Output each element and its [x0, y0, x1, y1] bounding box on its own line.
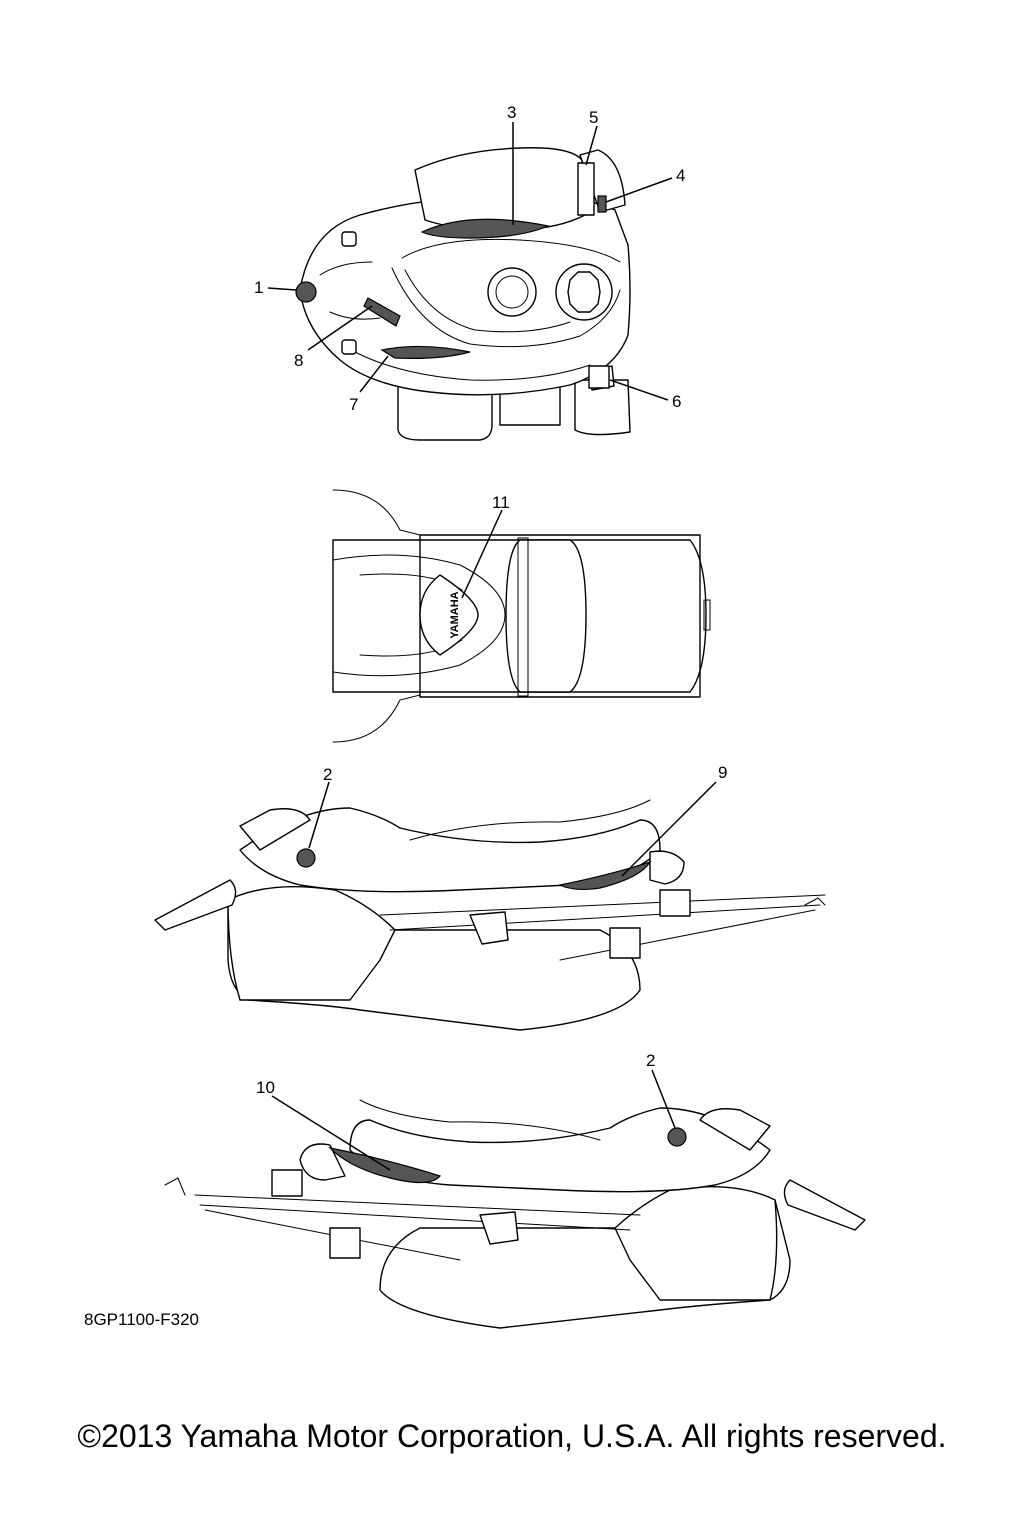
- view-side-right: [154, 781, 826, 1031]
- callout-8: 8: [294, 351, 303, 370]
- callout-6: 6: [672, 392, 681, 411]
- callout-5: 5: [589, 108, 598, 127]
- decal-3: [420, 218, 550, 239]
- callout-9: 9: [718, 763, 727, 782]
- decal-4: [597, 195, 607, 213]
- decal-10: [328, 1147, 442, 1184]
- copyright-notice: ©2013 Yamaha Motor Corporation, U.S.A. A…: [77, 1418, 947, 1454]
- view-side-left: [164, 1069, 866, 1329]
- callout-10: 10: [256, 1078, 275, 1097]
- view-top: YAMAHA: [332, 489, 711, 743]
- callout-2a: 2: [323, 765, 332, 784]
- decal-6: [588, 365, 610, 389]
- decal-5: [577, 162, 595, 216]
- decal-1: [295, 281, 317, 303]
- decal-8: [363, 297, 401, 327]
- decal-2b: [667, 1127, 687, 1147]
- decal-11-text: YAMAHA: [449, 591, 461, 638]
- callout-11: 11: [492, 493, 510, 512]
- decal-9: [558, 860, 652, 891]
- callout-2b: 2: [646, 1051, 655, 1070]
- callout-7: 7: [349, 395, 358, 414]
- diagram-code: 8GP1100-F320: [84, 1310, 199, 1329]
- callout-1: 1: [254, 278, 263, 297]
- callout-4: 4: [676, 166, 685, 185]
- view-front: [267, 122, 673, 441]
- decal-2a: [296, 848, 316, 868]
- decal-7: [380, 345, 471, 359]
- callout-3: 3: [507, 103, 516, 122]
